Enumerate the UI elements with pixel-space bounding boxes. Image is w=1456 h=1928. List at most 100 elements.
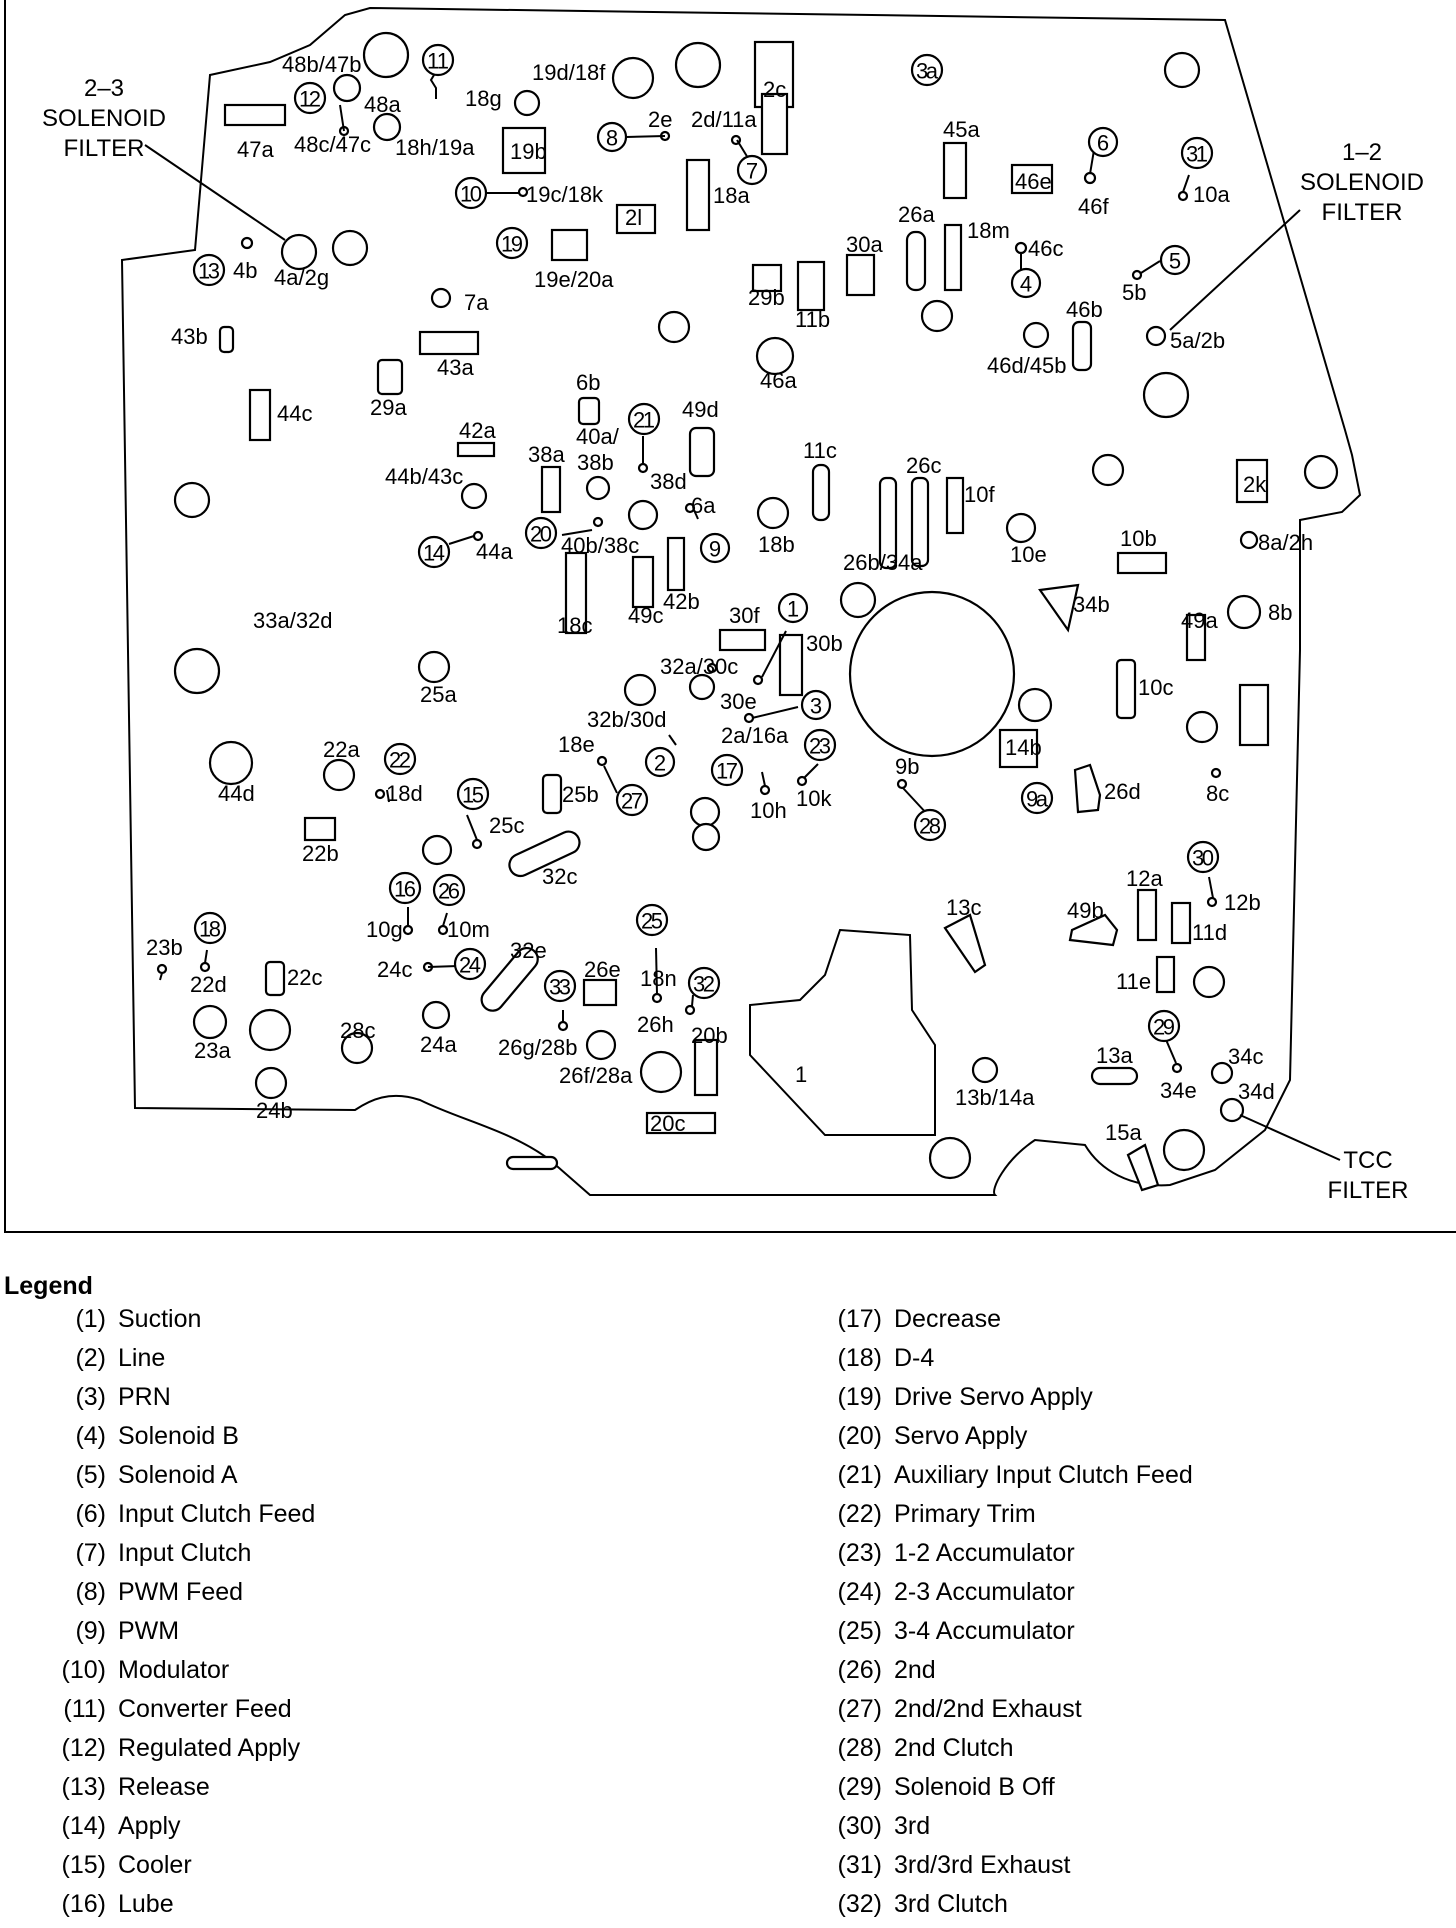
svg-text:3a: 3a [916,59,939,84]
suction-passage [749,928,936,1136]
legend-item-code: (29) [837,1773,882,1801]
port-label: 24c [377,957,412,982]
shape-13c [943,913,987,974]
legend-item: (14)Apply [44,1811,315,1850]
legend-item: (25)3-4 Accumulator [820,1616,1193,1655]
legend-item: (22)Primary Trim [820,1499,1193,1538]
circled-number: 7 [736,154,768,186]
legend-item-label: PRN [118,1383,171,1411]
legend-item: (11) Converter Feed [44,1694,315,1733]
port-label: 25b [562,782,599,807]
svg-text:4: 4 [1020,272,1032,297]
slot-49a [1185,613,1207,662]
legend-item-label: 3rd/3rd Exhaust [894,1851,1071,1879]
legend-item-code: (9) [75,1617,106,1645]
legend-item-code: (11) [63,1695,106,1723]
port-label: 20b [691,1023,728,1048]
legend-item: (32)3rd Clutch [820,1889,1193,1928]
port-label: 24b [256,1098,293,1123]
svg-text:19: 19 [501,232,523,257]
port-label: 29a [370,395,407,420]
port-label: 25a [420,682,457,707]
circled-number: 23 [803,728,837,762]
legend-item-code: (30) [837,1812,882,1840]
svg-text:26: 26 [438,879,460,904]
legend-item-code: (23) [837,1539,882,1567]
port-label: 49c [628,603,663,628]
port-label: 19b [510,139,547,164]
legend-item-code: (12) [61,1734,106,1762]
legend-item-label: Release [118,1773,210,1801]
port-label: 25c [489,813,524,838]
legend-item: (27)2nd/2nd Exhaust [820,1694,1193,1733]
legend-item-label: Suction [118,1305,202,1333]
slot-42b [666,536,686,592]
svg-text:29: 29 [1153,1015,1175,1040]
port-label: 4b [233,258,257,283]
legend-item-label: Lube [118,1890,174,1918]
port-label: 34c [1228,1044,1263,1069]
port-label: 44b/43c [385,464,463,489]
plate-openings [156,31,1339,1192]
circled-number: 3a [910,53,944,87]
svg-text:2: 2 [654,751,666,776]
port-label: 11b [795,307,830,332]
slot-20b [693,1038,719,1097]
port-label: 48c/47c [294,132,371,157]
legend-item-code: (25) [837,1617,882,1645]
port-label: 46a [760,368,797,393]
circled-number: 15 [456,777,490,811]
port-label: 2c [763,77,786,102]
port-label: 23b [146,935,183,960]
port-label: 48a [364,92,401,117]
legend-item-label: Regulated Apply [118,1734,301,1762]
port-label: 11d [1192,920,1227,945]
slot-26b [878,476,898,570]
slot-22b [303,816,337,842]
slot-42a [456,441,496,458]
svg-text:14: 14 [423,541,445,566]
svg-text:28: 28 [919,814,941,839]
leader-lines [144,69,1341,1161]
port-label: 46d/45b [987,353,1067,378]
legend-item-label: Converter Feed [118,1695,292,1723]
legend-item: (23) 1-2 Accumulator [820,1538,1193,1577]
circled-number: 6 [1087,126,1119,158]
circled-number: 32 [687,966,721,1000]
legend-title: Legend [4,1272,93,1300]
port-label: 1 [795,1062,807,1087]
legend-item-code: (21) [837,1461,882,1489]
legend-item-label: 1-2 Accumulator [894,1539,1075,1567]
central-bore [848,590,1016,758]
legend-item: (18)D-4 [820,1343,1193,1382]
svg-text:16: 16 [394,877,416,902]
boxed-labels [502,127,1053,194]
circled-number: 31 [1180,136,1214,170]
port-label: 48b/47b [282,52,362,77]
circled-number: 9a [1020,781,1054,815]
svg-text:30: 30 [1192,846,1214,871]
port-label: 2e [648,107,672,132]
port-label: 34d [1238,1079,1275,1104]
shape-15a [1126,1143,1160,1192]
svg-text:22: 22 [389,748,411,773]
legend-item-label: 2-3 Accumulator [894,1578,1075,1606]
slot-43b [218,325,235,354]
circled-number: 24 [453,947,487,981]
port-label: 40a/ [576,424,620,449]
svg-text:31: 31 [1186,142,1208,167]
port-label: 5a/2b [1170,328,1225,353]
port-label: 46f [1078,194,1109,219]
circled-number: 5 [1159,244,1191,276]
port-label: 5b [1122,280,1146,305]
slot-32e [480,946,539,1012]
legend-item-code: (1) [75,1305,106,1333]
port-label: 40b/38c [561,533,639,558]
legend-item: (16)Lube [44,1889,315,1928]
port-label: 18e [558,732,595,757]
port-label: 11e [1116,969,1151,994]
svg-text:13: 13 [198,259,220,284]
